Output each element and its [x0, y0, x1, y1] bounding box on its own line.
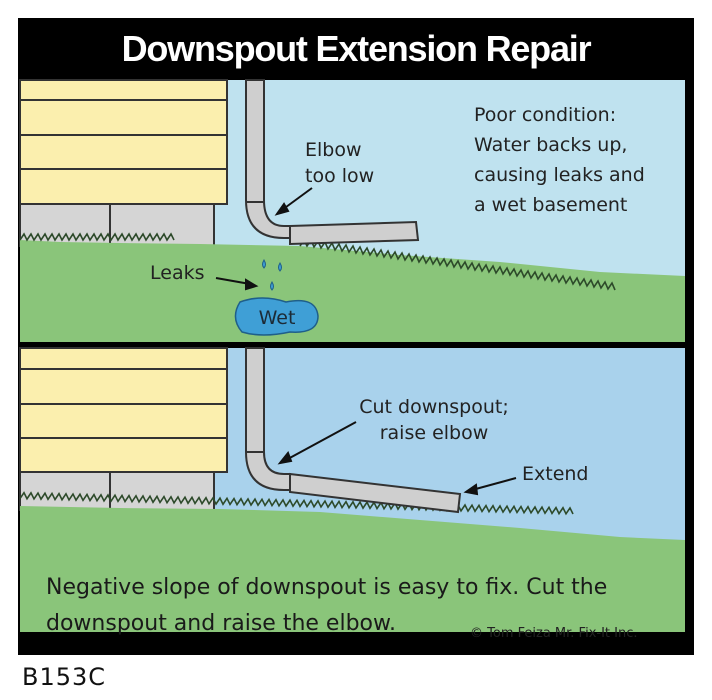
- top-downspout: [245, 79, 420, 246]
- poor-condition-note: Poor condition: Water backs up, causing …: [474, 100, 694, 220]
- comic-title: Downspout Extension Repair: [121, 28, 592, 69]
- poor-condition-line: Water backs up,: [474, 134, 628, 156]
- top-house-siding: [19, 79, 228, 205]
- poor-condition-line: Poor condition:: [474, 104, 617, 126]
- bottom-extension: [289, 472, 462, 514]
- cut-label-line: raise elbow: [379, 422, 489, 444]
- bottom-downspout: [245, 347, 462, 514]
- caption-line: downspout and raise the elbow.: [46, 611, 396, 636]
- bottom-panel: [19, 347, 685, 632]
- bottom-arrows: [277, 421, 517, 496]
- bottom-grass: [20, 506, 685, 632]
- bottom-grass-edge: [19, 491, 574, 516]
- cut-downspout-label: Cut downspout; raise elbow: [344, 394, 524, 446]
- top-panel: [19, 79, 685, 342]
- top-grass-edge: [19, 232, 616, 291]
- copyright-credit: © Tom Feiza Mr. Fix-It Inc.: [470, 626, 638, 641]
- elbow-too-low-label: Elbow too low: [305, 137, 374, 189]
- panel-divider: [18, 342, 694, 348]
- poor-condition-line: a wet basement: [474, 194, 628, 216]
- leaks-label: Leaks: [150, 262, 205, 284]
- top-arrows: [215, 187, 313, 291]
- top-grass: [20, 240, 685, 342]
- extend-label: Extend: [522, 463, 589, 485]
- bottom-foundation: [19, 471, 215, 511]
- top-extension: [289, 220, 420, 246]
- caption-line: Negative slope of downspout is easy to f…: [46, 575, 608, 600]
- wet-label: Wet: [258, 307, 296, 329]
- cut-label-line: Cut downspout;: [359, 396, 509, 418]
- poor-condition-line: causing leaks and: [474, 164, 645, 186]
- bottom-house-siding: [19, 347, 228, 473]
- wet-puddle: [234, 297, 319, 336]
- water-drops: [262, 259, 282, 291]
- caption: Negative slope of downspout is easy to f…: [46, 570, 686, 642]
- cartoon-code: B153C: [22, 663, 107, 691]
- elbow-label-line: Elbow: [305, 139, 362, 161]
- elbow-label-line: too low: [305, 165, 375, 187]
